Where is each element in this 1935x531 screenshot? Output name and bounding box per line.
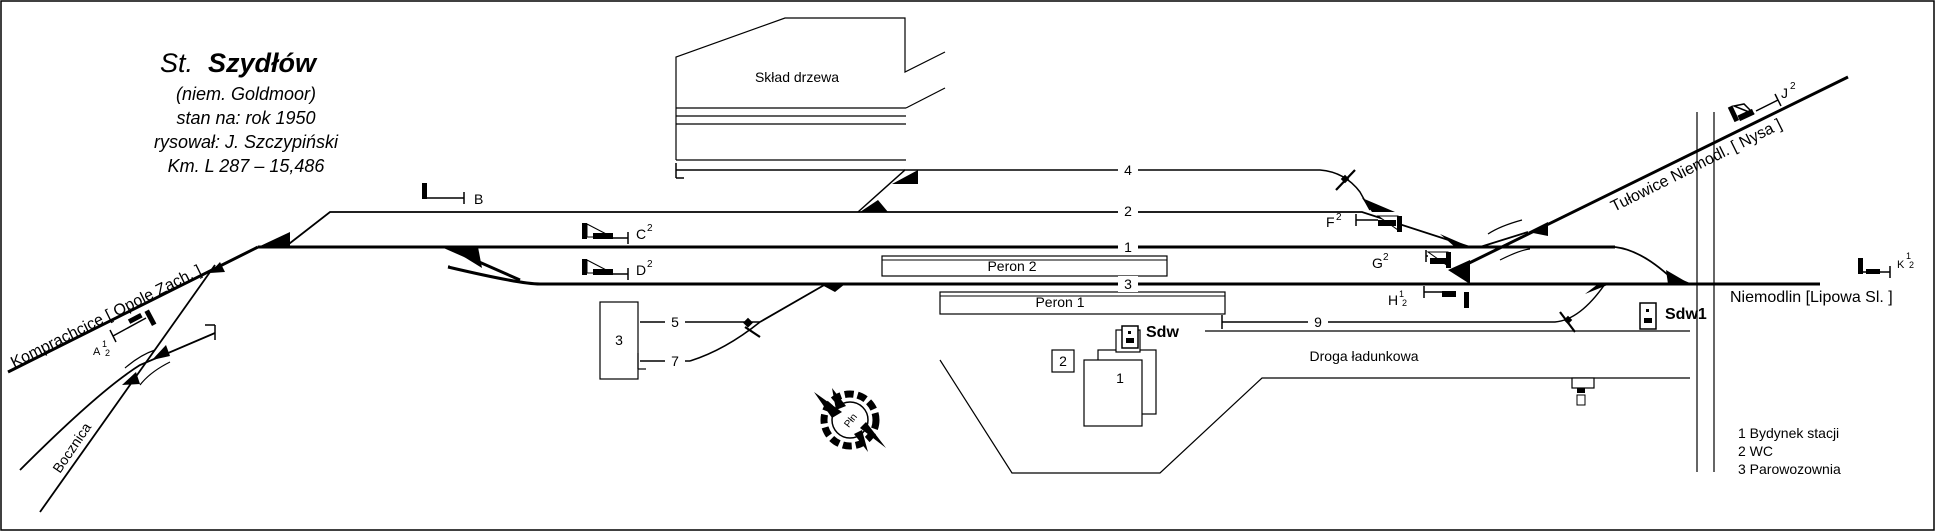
signals: B C 2 D 2 F 2 <box>93 81 1914 358</box>
signal-J2: J 2 <box>1727 81 1796 123</box>
track-label-1: 1 <box>1124 239 1132 255</box>
svg-text:1: 1 <box>1399 289 1404 299</box>
depot-number: 3 <box>615 332 623 348</box>
line-north-east <box>1454 75 1849 272</box>
loading-road-label: Droga ładunkowa <box>1310 348 1419 364</box>
svg-text:K: K <box>1897 259 1905 271</box>
depot-building <box>599 301 639 380</box>
svg-text:1: 1 <box>102 339 107 349</box>
signal-D2: D 2 <box>582 259 653 280</box>
track-4 <box>857 169 1371 213</box>
signal-K: K 1 2 <box>1858 251 1914 278</box>
direction-east: Niemodlin [Lipowa Sl. ] <box>1730 289 1893 306</box>
switches <box>122 170 1690 385</box>
compass-icon: Płn <box>814 388 886 452</box>
svg-text:F: F <box>1326 214 1335 230</box>
sdw1-icon <box>1639 302 1657 330</box>
title-name: Szydłów <box>208 48 318 78</box>
svg-text:G: G <box>1372 255 1383 271</box>
loading-road <box>939 112 1715 474</box>
track-2 <box>284 211 1471 248</box>
lamp-icon <box>1571 377 1595 406</box>
svg-text:D: D <box>636 262 646 278</box>
author: rysował: J. Szczypiński <box>154 132 339 152</box>
signal-H: H 1 2 <box>1388 286 1469 308</box>
signal-F2: F 2 <box>1326 212 1402 232</box>
svg-text:A: A <box>93 346 101 358</box>
legend-item-3: 3 Parowozownia <box>1738 461 1841 477</box>
track-label-7: 7 <box>671 353 679 369</box>
track-3 <box>447 265 1820 286</box>
track-label-3: 3 <box>1124 276 1132 292</box>
timber-yard-label: Skład drzewa <box>755 69 839 85</box>
platform-2 <box>881 255 1168 277</box>
track-numbers: 4 2 1 3 5 7 9 <box>665 162 1328 369</box>
state-year: stan na: rok 1950 <box>176 108 315 128</box>
station-number: 1 <box>1116 370 1124 386</box>
track-label-9: 9 <box>1314 314 1322 330</box>
track-9 <box>1222 283 1606 323</box>
timber-yard <box>675 17 946 161</box>
track-label-5: 5 <box>671 314 679 330</box>
legend-item-2: 2 WC <box>1738 443 1773 459</box>
platform-1 <box>939 291 1226 315</box>
svg-text:2: 2 <box>1336 212 1342 223</box>
svg-text:2: 2 <box>105 348 110 358</box>
kilometer: Km. L 287 – 15,486 <box>168 156 326 176</box>
track-label-2: 2 <box>1124 203 1132 219</box>
svg-text:2: 2 <box>647 259 653 270</box>
sdw-icon <box>1121 325 1139 349</box>
svg-text:H: H <box>1388 292 1398 308</box>
signal-G2: G 2 <box>1372 250 1451 271</box>
legend-item-1: 1 Bydynek stacji <box>1738 425 1839 441</box>
svg-text:J: J <box>1781 85 1788 101</box>
platform-1-label: Peron 1 <box>1035 294 1084 310</box>
signal-C2: C 2 <box>582 223 653 244</box>
svg-text:2: 2 <box>1790 81 1796 92</box>
signal-B: B <box>422 183 483 207</box>
tracks <box>7 75 1849 513</box>
signal-A: A 1 2 <box>93 309 157 358</box>
svg-text:2: 2 <box>647 223 653 234</box>
platform-2-label: Peron 2 <box>987 258 1036 274</box>
svg-text:B: B <box>474 191 483 207</box>
station-building <box>1083 329 1157 427</box>
sdw1-label: Sdw1 <box>1665 306 1707 323</box>
track-7 <box>689 321 761 362</box>
svg-text:2: 2 <box>1383 252 1389 263</box>
svg-text:2: 2 <box>1402 298 1407 308</box>
track-label-4: 4 <box>1124 162 1132 178</box>
title-prefix: St. <box>160 48 193 78</box>
svg-text:1: 1 <box>1906 251 1911 261</box>
svg-text:C: C <box>636 226 646 242</box>
svg-text:2: 2 <box>1909 260 1914 270</box>
siding-line <box>39 264 216 513</box>
wc-building <box>1051 349 1075 373</box>
legend: 1 Bydynek stacji 2 WC 3 Parowozownia <box>1738 425 1841 477</box>
sdw-label: Sdw <box>1146 324 1179 341</box>
wc-number: 2 <box>1059 353 1067 369</box>
subtitle: (niem. Goldmoor) <box>176 84 316 104</box>
